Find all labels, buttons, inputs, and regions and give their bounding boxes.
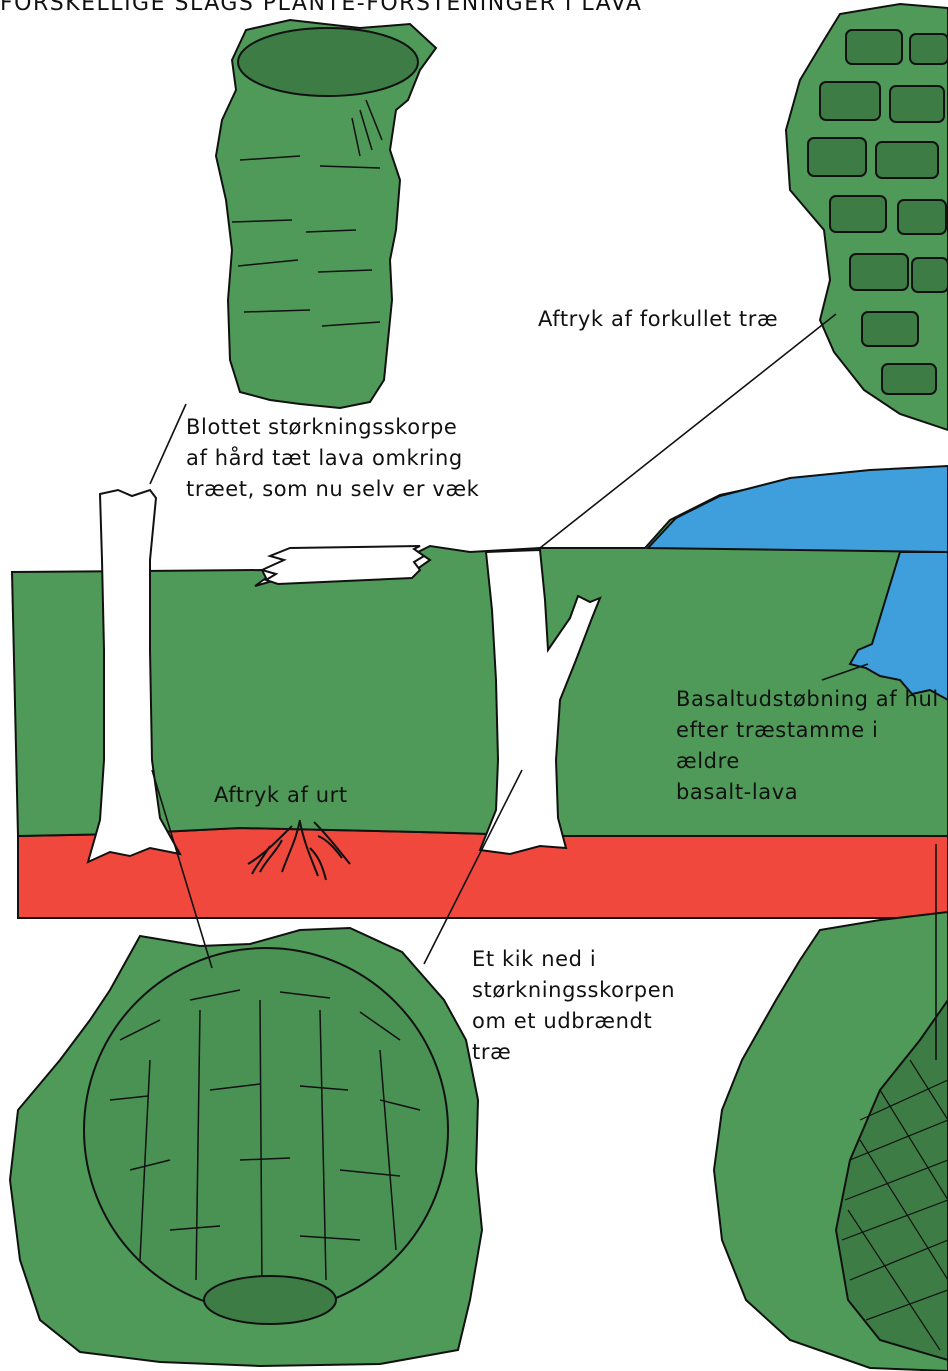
label-basalt-cast-line2: efter træstamme i ældre	[676, 715, 948, 777]
label-crust-peek: Et kik ned i størkningsskorpen om et udb…	[472, 944, 675, 1068]
label-charred-tree: Aftryk af forkullet træ	[538, 304, 778, 335]
label-exposed-crust-line1: Blottet størkningsskorpe	[186, 412, 479, 443]
label-exposed-crust-line2: af hård tæt lava omkring	[186, 443, 479, 474]
crust-bowl-floor	[204, 1276, 336, 1324]
label-basalt-cast-line3: basalt-lava	[676, 777, 948, 808]
leader-crust-top	[150, 404, 186, 484]
label-exposed-crust-line3: træet, som nu selv er væk	[186, 474, 479, 505]
label-exposed-crust: Blottet størkningsskorpe af hård tæt lav…	[186, 412, 479, 505]
crust-bowl-cavity	[84, 948, 448, 1312]
label-crust-peek-line1: Et kik ned i	[472, 944, 675, 975]
label-herb-imprint: Aftryk af urt	[214, 780, 348, 811]
basalt-pool	[648, 466, 948, 552]
label-crust-peek-line3: om et udbrændt	[472, 1006, 675, 1037]
crust-cylinder-opening	[238, 28, 418, 96]
label-basalt-cast: Basaltudstøbning af hul efter træstamme …	[676, 684, 948, 808]
page-title: FORSKELLIGE SLAGS PLANTE-FORSTENINGER I …	[0, 0, 642, 19]
branch-hollow	[262, 546, 424, 584]
label-basalt-cast-line1: Basaltudstøbning af hul	[676, 684, 948, 715]
label-crust-peek-line2: størkningsskorpen	[472, 975, 675, 1006]
label-crust-peek-line4: træ	[472, 1037, 675, 1068]
